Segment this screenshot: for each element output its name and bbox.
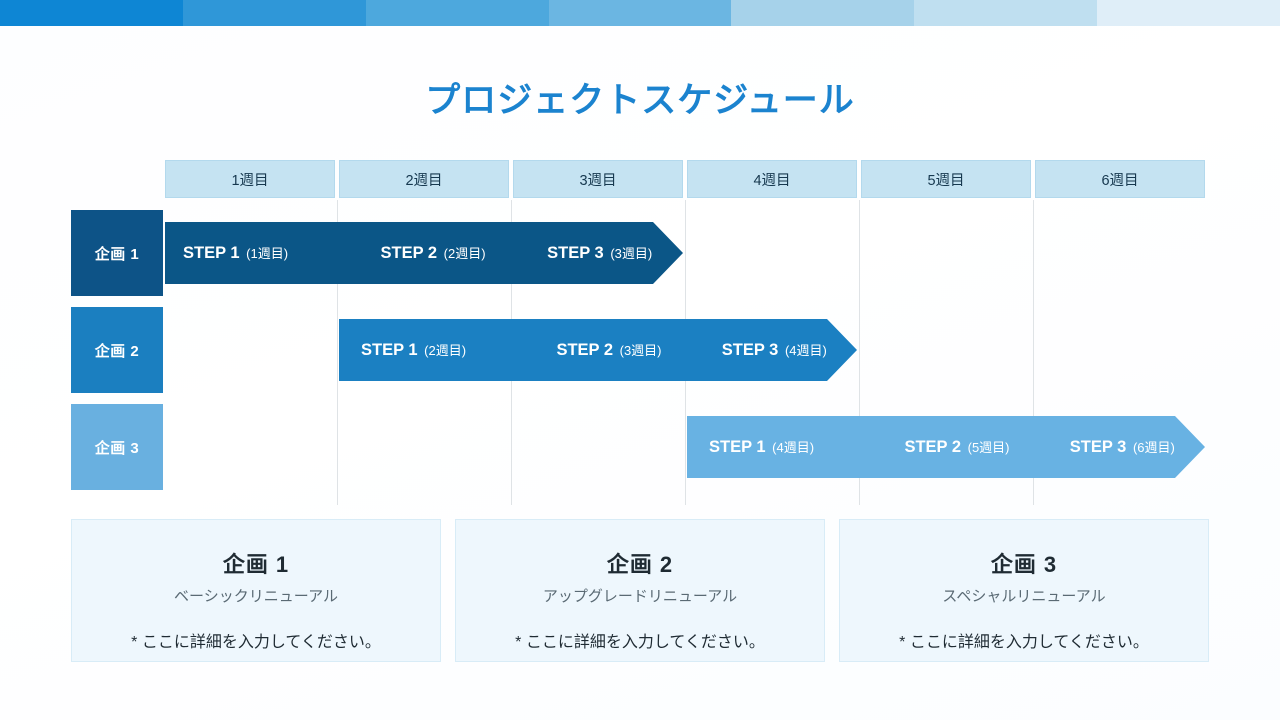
step-week: (1週目)	[246, 246, 289, 261]
week-header-label: 1週目	[231, 172, 269, 189]
plan-card-title: 企画 3	[990, 552, 1058, 577]
plan-card-title: 企画 1	[222, 552, 290, 577]
week-header-label: 3週目	[579, 172, 617, 189]
week-header-label: 5週目	[927, 172, 965, 189]
week-header-2: 2週目	[339, 160, 509, 198]
plan-card-subtitle: スペシャルリニューアル	[942, 588, 1106, 605]
gantt-step-2-3: STEP 3 (4週目)	[692, 340, 857, 360]
gantt-bar-1[interactable]: STEP 1 (1週目)STEP 2 (2週目)STEP 3 (3週目)	[165, 222, 683, 284]
plan-card-note[interactable]: * ここに詳細を入力してください。	[515, 634, 765, 651]
topbar-segment-3	[365, 0, 549, 26]
row-label-1: 企画 1	[71, 210, 163, 296]
row-label-2: 企画 2	[71, 307, 163, 393]
step-name: STEP 1	[361, 341, 418, 359]
plan-card-note[interactable]: * ここに詳細を入力してください。	[899, 634, 1149, 651]
topbar-segment-6	[914, 0, 1098, 26]
gridline-week-4	[859, 200, 860, 505]
step-week: (3週目)	[619, 343, 662, 358]
topbar-segment-5	[731, 0, 915, 26]
week-header-5: 5週目	[861, 160, 1031, 198]
topbar-segment-7	[1097, 0, 1280, 26]
step-name: STEP 2	[556, 341, 614, 359]
gantt-step-3-2: STEP 2 (5週目)	[874, 437, 1039, 457]
gridline-week-1	[337, 200, 338, 505]
week-header-3: 3週目	[513, 160, 683, 198]
week-header-6: 6週目	[1035, 160, 1205, 198]
gantt-step-1-2: STEP 2 (2週目)	[350, 243, 517, 263]
gantt-step-2-2: STEP 2 (3週目)	[526, 340, 691, 360]
step-week: (2週目)	[443, 246, 486, 261]
week-header-4: 4週目	[687, 160, 857, 198]
plan-card-subtitle: ベーシックリニューアル	[174, 588, 338, 605]
step-week: (5週目)	[967, 440, 1010, 455]
week-header-1: 1週目	[165, 160, 335, 198]
week-header-label: 4週目	[753, 172, 791, 189]
row-label-text: 企画 3	[94, 439, 140, 457]
gantt-step-1-3: STEP 3 (3週目)	[516, 243, 683, 263]
step-week: (6週目)	[1132, 440, 1175, 455]
step-name: STEP 1	[709, 438, 766, 456]
plan-card-1[interactable]: 企画 1 ベーシックリニューアル * ここに詳細を入力してください。	[71, 519, 441, 662]
step-name: STEP 3	[1069, 438, 1127, 456]
step-name: STEP 3	[721, 341, 779, 359]
topbar-segment-2	[182, 0, 366, 26]
gantt-step-3-3: STEP 3 (6週目)	[1040, 437, 1205, 457]
step-name: STEP 2	[904, 438, 962, 456]
gantt-step-3-1: STEP 1 (4週目)	[687, 437, 874, 457]
gantt-step-2-1: STEP 1 (2週目)	[339, 340, 526, 360]
plan-card-title: 企画 2	[606, 552, 674, 577]
plan-card-subtitle: アップグレードリニューアル	[542, 588, 738, 605]
step-name: STEP 2	[380, 244, 438, 262]
topbar-segment-4	[548, 0, 732, 26]
row-label-text: 企画 2	[94, 342, 140, 360]
gantt-chart: 1週目 2週目 3週目 4週目 5週目 6週目 企画 1 企画 2 企画 3 STEP 1 (…	[0, 160, 1280, 505]
step-week: (4週目)	[772, 440, 815, 455]
plan-card-2[interactable]: 企画 2 アップグレードリニューアル * ここに詳細を入力してください。	[455, 519, 825, 662]
plan-cards: 企画 1 ベーシックリニューアル * ここに詳細を入力してください。 企画 2 アップグ…	[71, 519, 1209, 662]
plan-card-3[interactable]: 企画 3 スペシャルリニューアル * ここに詳細を入力してください。	[839, 519, 1209, 662]
step-name: STEP 3	[547, 244, 604, 262]
gantt-step-1-1: STEP 1 (1週目)	[165, 243, 350, 263]
decorative-top-bar	[0, 0, 1280, 26]
row-label-3: 企画 3	[71, 404, 163, 490]
step-week: (4週目)	[784, 343, 827, 358]
row-label-text: 企画 1	[94, 245, 140, 263]
week-header-label: 6週目	[1101, 172, 1139, 189]
step-week: (3週目)	[610, 246, 653, 261]
gantt-bar-3[interactable]: STEP 1 (4週目)STEP 2 (5週目)STEP 3 (6週目)	[687, 416, 1205, 478]
gantt-bar-2[interactable]: STEP 1 (2週目)STEP 2 (3週目)STEP 3 (4週目)	[339, 319, 857, 381]
plan-card-note[interactable]: * ここに詳細を入力してください。	[131, 634, 381, 651]
page-title: プロジェクトスケジュール	[425, 81, 855, 120]
step-week: (2週目)	[424, 343, 467, 358]
step-name: STEP 1	[183, 244, 240, 262]
gridline-week-5	[1033, 200, 1034, 505]
topbar-segment-1	[0, 0, 183, 26]
week-header-label: 2週目	[405, 172, 443, 189]
